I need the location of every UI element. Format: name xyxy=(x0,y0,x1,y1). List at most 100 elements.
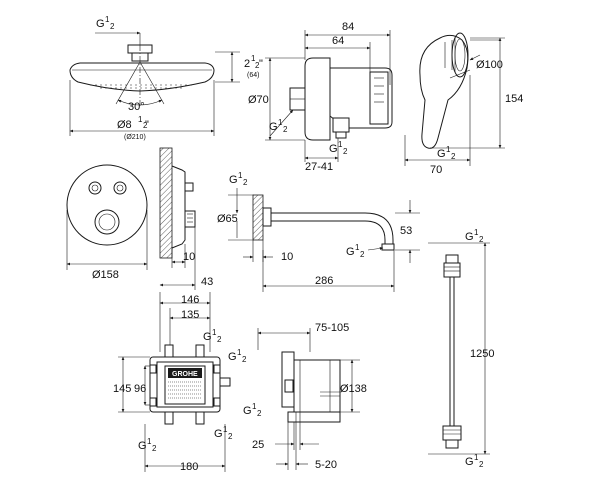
svg-text:2: 2 xyxy=(243,178,248,187)
hose-view: G 1 2 1250 G 1 2 xyxy=(428,228,494,469)
spout-height: 53 xyxy=(400,225,412,237)
g-half-label-box-right: G 1 2 xyxy=(228,348,247,364)
svg-text:1: 1 xyxy=(474,453,479,462)
elbow-range: 27-41 xyxy=(305,161,333,173)
svg-text:2: 2 xyxy=(360,250,365,259)
elbow-width-inner: 64 xyxy=(332,35,344,47)
svg-text:1: 1 xyxy=(238,171,243,180)
svg-text:G: G xyxy=(229,174,238,186)
g-half-label-elbow: G 1 2 xyxy=(269,118,288,134)
g-half-label-box-bottom-left: G 1 2 xyxy=(138,437,157,453)
side-25: 25 xyxy=(252,439,264,451)
overhead-shower-view: G 1 2 30° 2 1 2 " (64) xyxy=(69,15,263,141)
angle-label: 30° xyxy=(128,101,145,113)
svg-text:G: G xyxy=(214,428,223,440)
svg-text:1: 1 xyxy=(212,328,217,337)
svg-text:(Ø210): (Ø210) xyxy=(124,134,146,141)
svg-text:1: 1 xyxy=(474,228,479,237)
box-grid xyxy=(168,381,202,399)
svg-text:2: 2 xyxy=(228,432,233,441)
box-width-146: 146 xyxy=(181,294,199,306)
svg-text:1: 1 xyxy=(251,54,256,63)
g-half-label-head: G 1 2 xyxy=(96,15,115,31)
elbow-width-total: 84 xyxy=(342,21,354,33)
spout-view: G 1 2 Ø65 10 G 1 2 53 286 xyxy=(217,171,420,292)
svg-text:2: 2 xyxy=(479,460,484,469)
svg-text:2: 2 xyxy=(257,409,262,418)
panel-depth-10: 10 xyxy=(183,251,195,263)
svg-text:2: 2 xyxy=(143,121,148,130)
svg-text:2: 2 xyxy=(152,444,157,453)
svg-text:2: 2 xyxy=(283,125,288,134)
svg-text:1: 1 xyxy=(252,402,257,411)
svg-text:2: 2 xyxy=(255,61,260,70)
svg-text:G: G xyxy=(465,456,474,468)
g-half-label-hand: G 1 2 xyxy=(437,145,456,161)
svg-text:2: 2 xyxy=(242,355,247,364)
svg-text:1: 1 xyxy=(138,115,143,124)
g-half-label-box-right2: G 1 2 xyxy=(243,402,262,418)
svg-text:1: 1 xyxy=(355,243,360,252)
wall-elbow-view: 84 64 Ø70 G 1 2 G 1 2 xyxy=(248,21,393,173)
svg-text:G: G xyxy=(329,143,338,155)
svg-text:G: G xyxy=(346,246,355,258)
svg-text:1: 1 xyxy=(237,348,242,357)
g-half-label-spout: G 1 2 xyxy=(229,171,248,187)
svg-text:G: G xyxy=(228,351,237,363)
g-half-label-elbow-bottom: G 1 2 xyxy=(329,140,348,156)
box-height-145: 145 xyxy=(113,383,131,395)
spout-diameter: Ø65 xyxy=(217,213,238,225)
hand-shower-length: 154 xyxy=(505,93,523,105)
brand-label: GROHE xyxy=(172,371,198,378)
thermostat-side-view: 10 43 xyxy=(159,147,213,290)
box-width-180: 180 xyxy=(180,461,198,473)
hand-shower-view: Ø100 154 G 1 2 70 xyxy=(404,32,523,176)
svg-text:G: G xyxy=(243,405,252,417)
nozzle-row xyxy=(90,84,195,89)
svg-text:2: 2 xyxy=(343,147,348,156)
svg-text:G: G xyxy=(96,18,105,30)
svg-text:2: 2 xyxy=(217,335,222,344)
svg-text:": " xyxy=(145,119,149,131)
svg-text:(64): (64) xyxy=(247,72,259,79)
g-half-label-hose-bottom: G 1 2 xyxy=(465,453,484,469)
svg-text:G: G xyxy=(437,148,446,160)
g-half-label-spout-bottom: G 1 2 xyxy=(346,243,365,259)
g-half-label-box-bottom-right: G 1 2 xyxy=(214,425,233,441)
svg-text:G: G xyxy=(465,231,474,243)
concealed-box-front-view: 146 135 G 1 2 GROHE xyxy=(113,292,262,473)
svg-text:1: 1 xyxy=(147,437,152,446)
svg-text:G: G xyxy=(203,331,212,343)
svg-text:2: 2 xyxy=(479,235,484,244)
g-half-label-hose-top: G 1 2 xyxy=(465,228,484,244)
spout-wall: 10 xyxy=(281,251,293,263)
side-5-20: 5-20 xyxy=(315,459,337,471)
svg-text:1: 1 xyxy=(223,425,228,434)
svg-text:2: 2 xyxy=(451,152,456,161)
head-diameter-label: Ø8 1 2 " (Ø210) xyxy=(117,115,149,141)
control-knob xyxy=(94,209,120,235)
thermostat-front-view: Ø158 xyxy=(66,164,148,281)
svg-text:G: G xyxy=(138,440,147,452)
button-2 xyxy=(113,181,127,195)
button-1 xyxy=(88,181,102,195)
elbow-diameter: Ø70 xyxy=(248,94,269,106)
svg-text:1: 1 xyxy=(278,118,283,127)
side-range: 75-105 xyxy=(315,322,349,334)
panel-diameter: Ø158 xyxy=(92,269,119,281)
side-diameter: Ø138 xyxy=(340,383,367,395)
box-width-135: 135 xyxy=(181,309,199,321)
hose-length: 1250 xyxy=(470,348,494,360)
svg-text:G: G xyxy=(269,121,278,133)
box-height-96: 96 xyxy=(134,383,146,395)
svg-text:2: 2 xyxy=(244,58,250,70)
svg-text:Ø8: Ø8 xyxy=(117,119,132,131)
svg-text:1: 1 xyxy=(338,140,343,149)
svg-text:1: 1 xyxy=(105,15,110,24)
concealed-box-side-view: 75-105 Ø138 25 5-20 xyxy=(252,322,367,471)
panel-depth-43: 43 xyxy=(201,276,213,288)
hand-shower-diameter: Ø100 xyxy=(476,59,503,71)
svg-text:2: 2 xyxy=(110,22,115,31)
hand-shower-width: 70 xyxy=(430,164,442,176)
